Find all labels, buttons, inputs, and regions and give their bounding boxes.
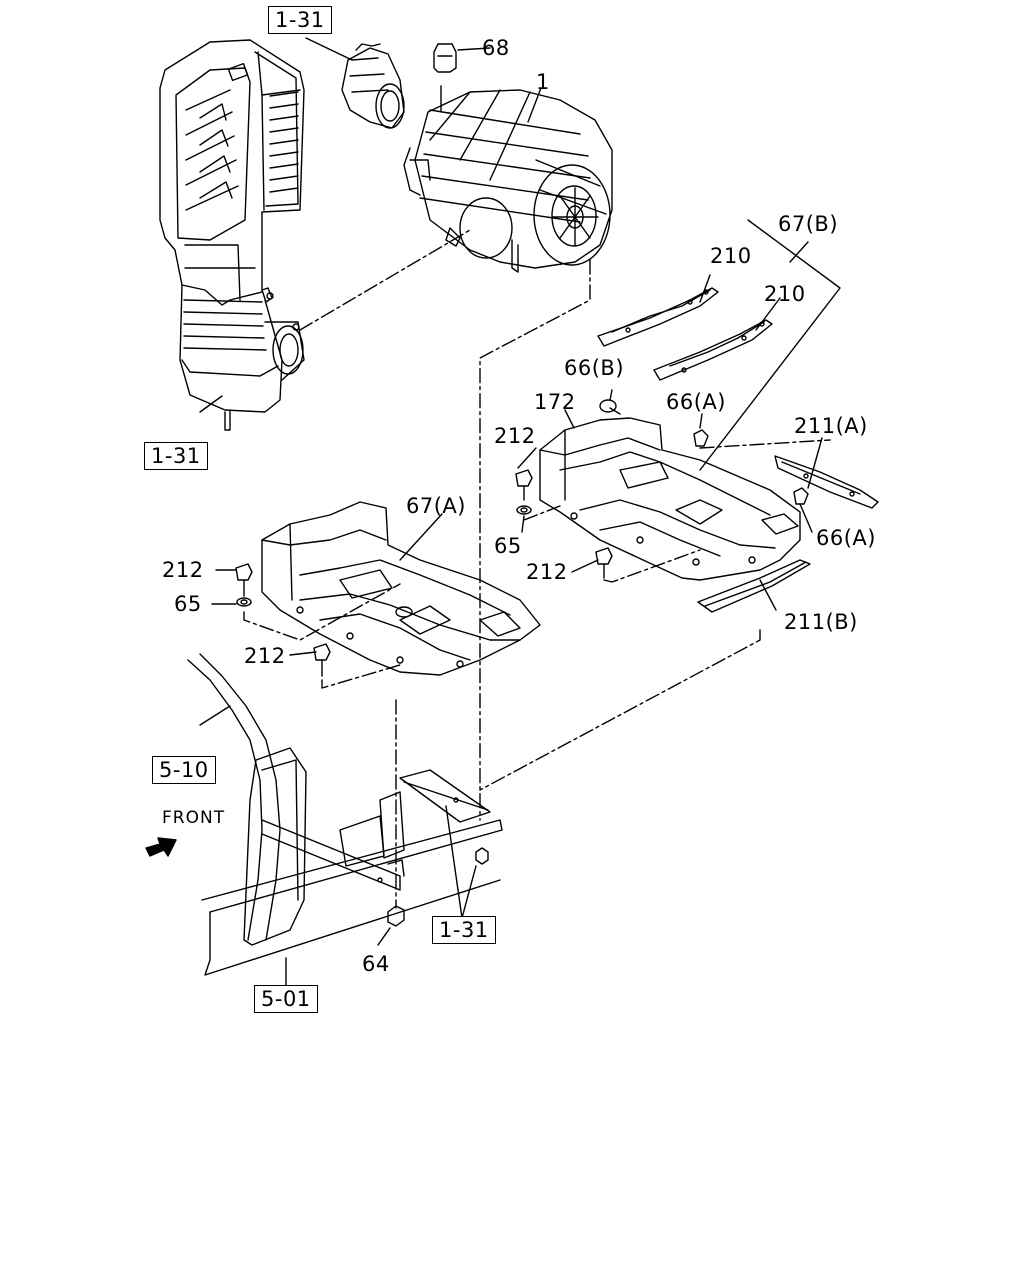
left-under-cover [261,501,541,676]
reference-1-31-top[interactable]: 1-31 [268,6,332,34]
right-under-cover [539,417,879,613]
air-cleaner-assembly [403,89,613,273]
reference-5-10[interactable]: 5-10 [152,756,216,784]
callout-64: 64 [362,952,390,976]
callout-65-left: 65 [174,592,202,616]
callout-212-left-upper: 212 [162,558,204,582]
callout-212-right-lower: 212 [526,560,568,584]
intake-hose-elbow [341,43,405,129]
callout-68: 68 [482,36,510,60]
hardware-fasteners [145,399,809,927]
reference-1-31-bottom[interactable]: 1-31 [432,916,496,944]
callout-172: 172 [534,390,576,414]
callout-65-right: 65 [494,534,522,558]
leader-lines [199,37,841,991]
reference-5-01[interactable]: 5-01 [254,985,318,1013]
callout-67a: 67(A) [406,494,466,518]
air-intake-duct [159,39,305,431]
front-direction-label: FRONT [162,808,226,828]
part-68-cap [433,43,457,113]
callout-66a-upper: 66(A) [666,390,726,414]
callout-1: 1 [536,70,550,94]
part-210-strips [597,287,773,381]
callout-211a: 211(A) [794,414,868,438]
reference-1-31-left[interactable]: 1-31 [144,442,208,470]
callout-66a-lower: 66(A) [816,526,876,550]
callout-212-left-lower: 212 [244,644,286,668]
callout-210-upper: 210 [710,244,752,268]
callout-66b: 66(B) [564,356,625,380]
callout-210-lower: 210 [764,282,806,306]
chassis-frame [187,653,503,976]
callout-211b: 211(B) [784,610,858,634]
callout-67b: 67(B) [778,212,839,236]
callout-212-right-upper: 212 [494,424,536,448]
